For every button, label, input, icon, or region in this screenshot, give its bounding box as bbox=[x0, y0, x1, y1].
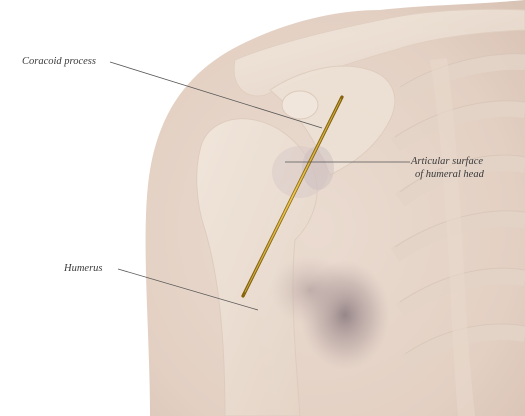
label-articular-surface: Articular surface of humeral head bbox=[411, 155, 484, 181]
coracoid-knob bbox=[282, 91, 318, 119]
label-articular-line2: of humeral head bbox=[411, 168, 484, 181]
label-articular-line1: Articular surface bbox=[411, 155, 484, 168]
axilla-shadow-soft bbox=[270, 255, 350, 325]
label-humerus: Humerus bbox=[64, 262, 103, 275]
label-coracoid-process: Coracoid process bbox=[22, 55, 96, 68]
